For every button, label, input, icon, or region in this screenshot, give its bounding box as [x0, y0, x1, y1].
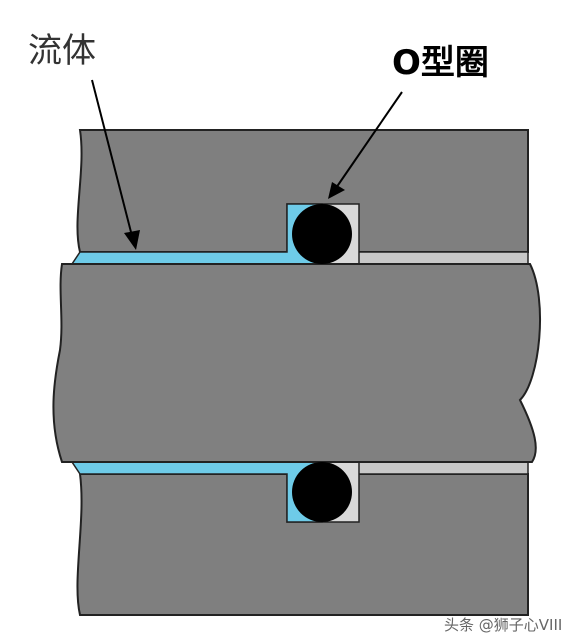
lower-housing: [76, 473, 529, 616]
watermark-text: 头条 @狮子心VIII: [444, 616, 562, 634]
o-ring-arrow: [328, 91, 403, 199]
upper-clearance-gap: [357, 251, 529, 265]
fluid-arrow: [91, 79, 140, 250]
lower-o-ring: [292, 462, 352, 522]
shaft: [52, 263, 542, 463]
o-ring-label: O型圈: [392, 43, 489, 83]
fluid-label: 流体: [28, 31, 96, 71]
upper-o-ring: [292, 204, 352, 264]
lower-clearance-gap: [357, 461, 529, 475]
